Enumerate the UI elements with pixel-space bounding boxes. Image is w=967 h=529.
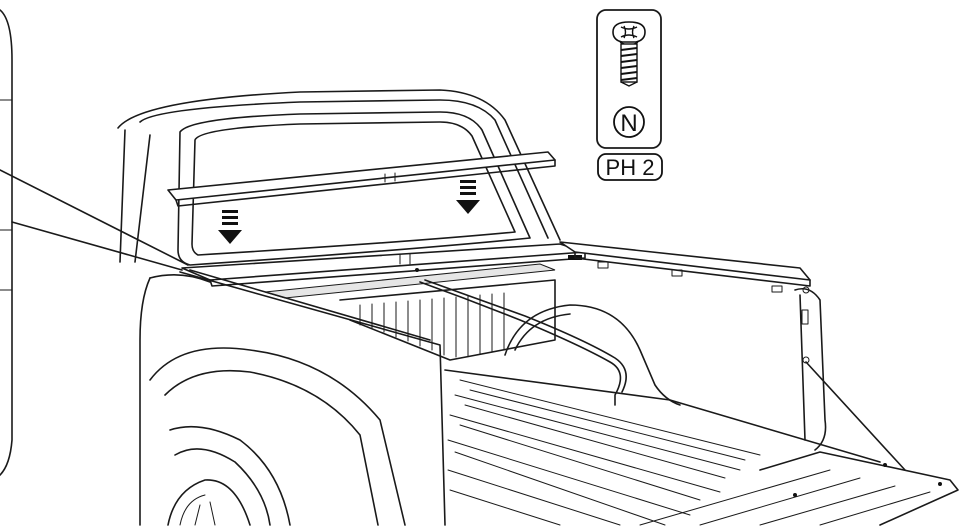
down-arrow-icon xyxy=(218,210,242,244)
bed-floor xyxy=(444,369,881,526)
bed-side-wall xyxy=(139,269,446,526)
drive-size-box xyxy=(597,153,663,181)
drain-hose xyxy=(419,279,627,406)
tailgate xyxy=(639,286,959,526)
screw-callout: N PH 2 xyxy=(596,9,663,181)
screw-type-badge xyxy=(613,106,645,138)
drive-size-label: PH 2 xyxy=(606,155,655,180)
wheel-well-hump xyxy=(504,304,681,406)
phillips-screw-icon xyxy=(612,21,646,87)
truck-cab xyxy=(117,89,561,266)
detail-zoom-circle xyxy=(0,9,13,476)
side-rail xyxy=(559,241,811,293)
down-arrow-icon xyxy=(456,180,480,214)
leader-lines xyxy=(0,169,189,271)
rear-wheel xyxy=(167,479,251,526)
front-rail-upper xyxy=(167,151,556,207)
screw-type-letter: N xyxy=(620,110,637,137)
